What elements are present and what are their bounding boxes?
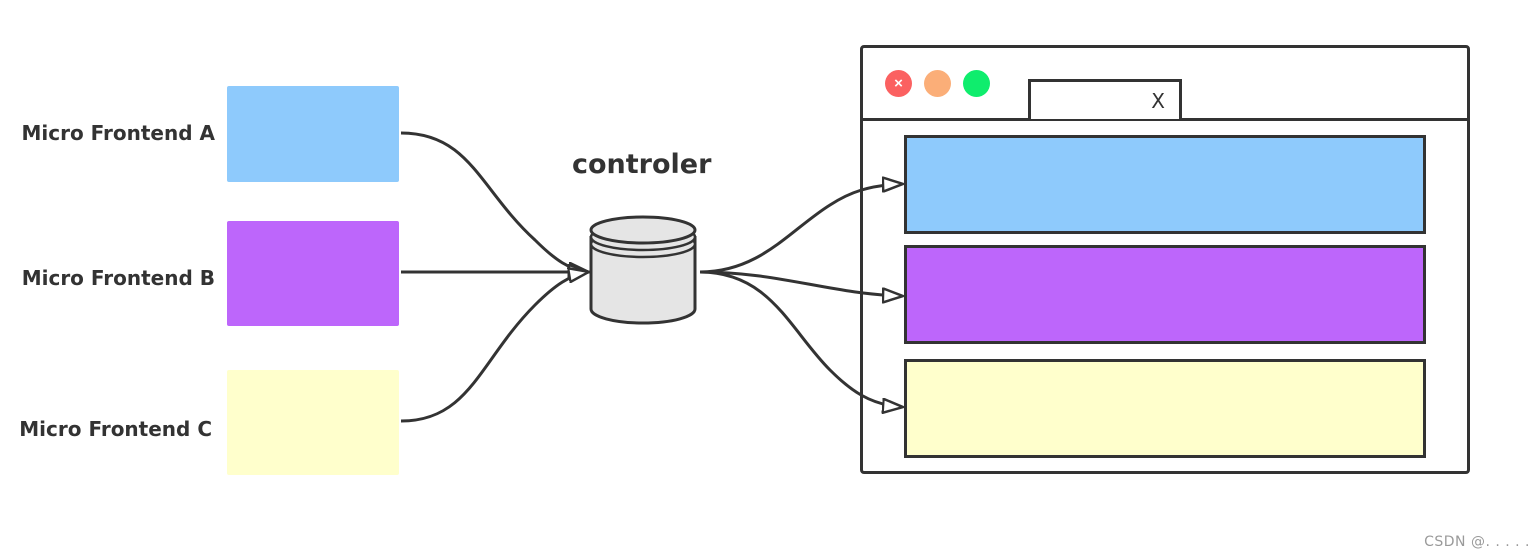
- connector-a-to-controller: [400, 131, 588, 272]
- connector-controller-to-panel-1: [699, 184, 902, 274]
- micro-frontend-b-box: [227, 221, 399, 326]
- close-window-button[interactable]: ×: [885, 70, 912, 97]
- database-icon: [589, 215, 697, 325]
- maximize-window-button[interactable]: [963, 70, 990, 97]
- browser-window: × X: [860, 45, 1470, 474]
- tab-close-button[interactable]: X: [1151, 89, 1165, 113]
- database-top: [589, 215, 697, 245]
- micro-frontend-a-box: [227, 86, 399, 182]
- connector-controller-to-panel-2: [699, 270, 902, 296]
- connector-controller-to-panel-3: [699, 270, 902, 407]
- connector-c-to-controller: [400, 272, 588, 423]
- content-panel-2: [904, 245, 1426, 344]
- watermark: CSDN @. . . . .: [1424, 534, 1530, 550]
- content-panel-3: [904, 359, 1426, 458]
- browser-tab[interactable]: X: [1028, 79, 1182, 119]
- browser-title-bar: × X: [863, 48, 1467, 121]
- micro-frontend-a-label: Micro Frontend A: [21, 121, 215, 145]
- micro-frontend-c-box: [227, 370, 399, 475]
- content-panel-1: [904, 135, 1426, 234]
- controller-label: controler: [572, 149, 712, 180]
- close-icon: ×: [894, 75, 903, 92]
- micro-frontend-b-label: Micro Frontend B: [21, 266, 215, 290]
- micro-frontend-c-label: Micro Frontend C: [19, 417, 212, 441]
- database-body: [589, 236, 697, 325]
- minimize-window-button[interactable]: [924, 70, 951, 97]
